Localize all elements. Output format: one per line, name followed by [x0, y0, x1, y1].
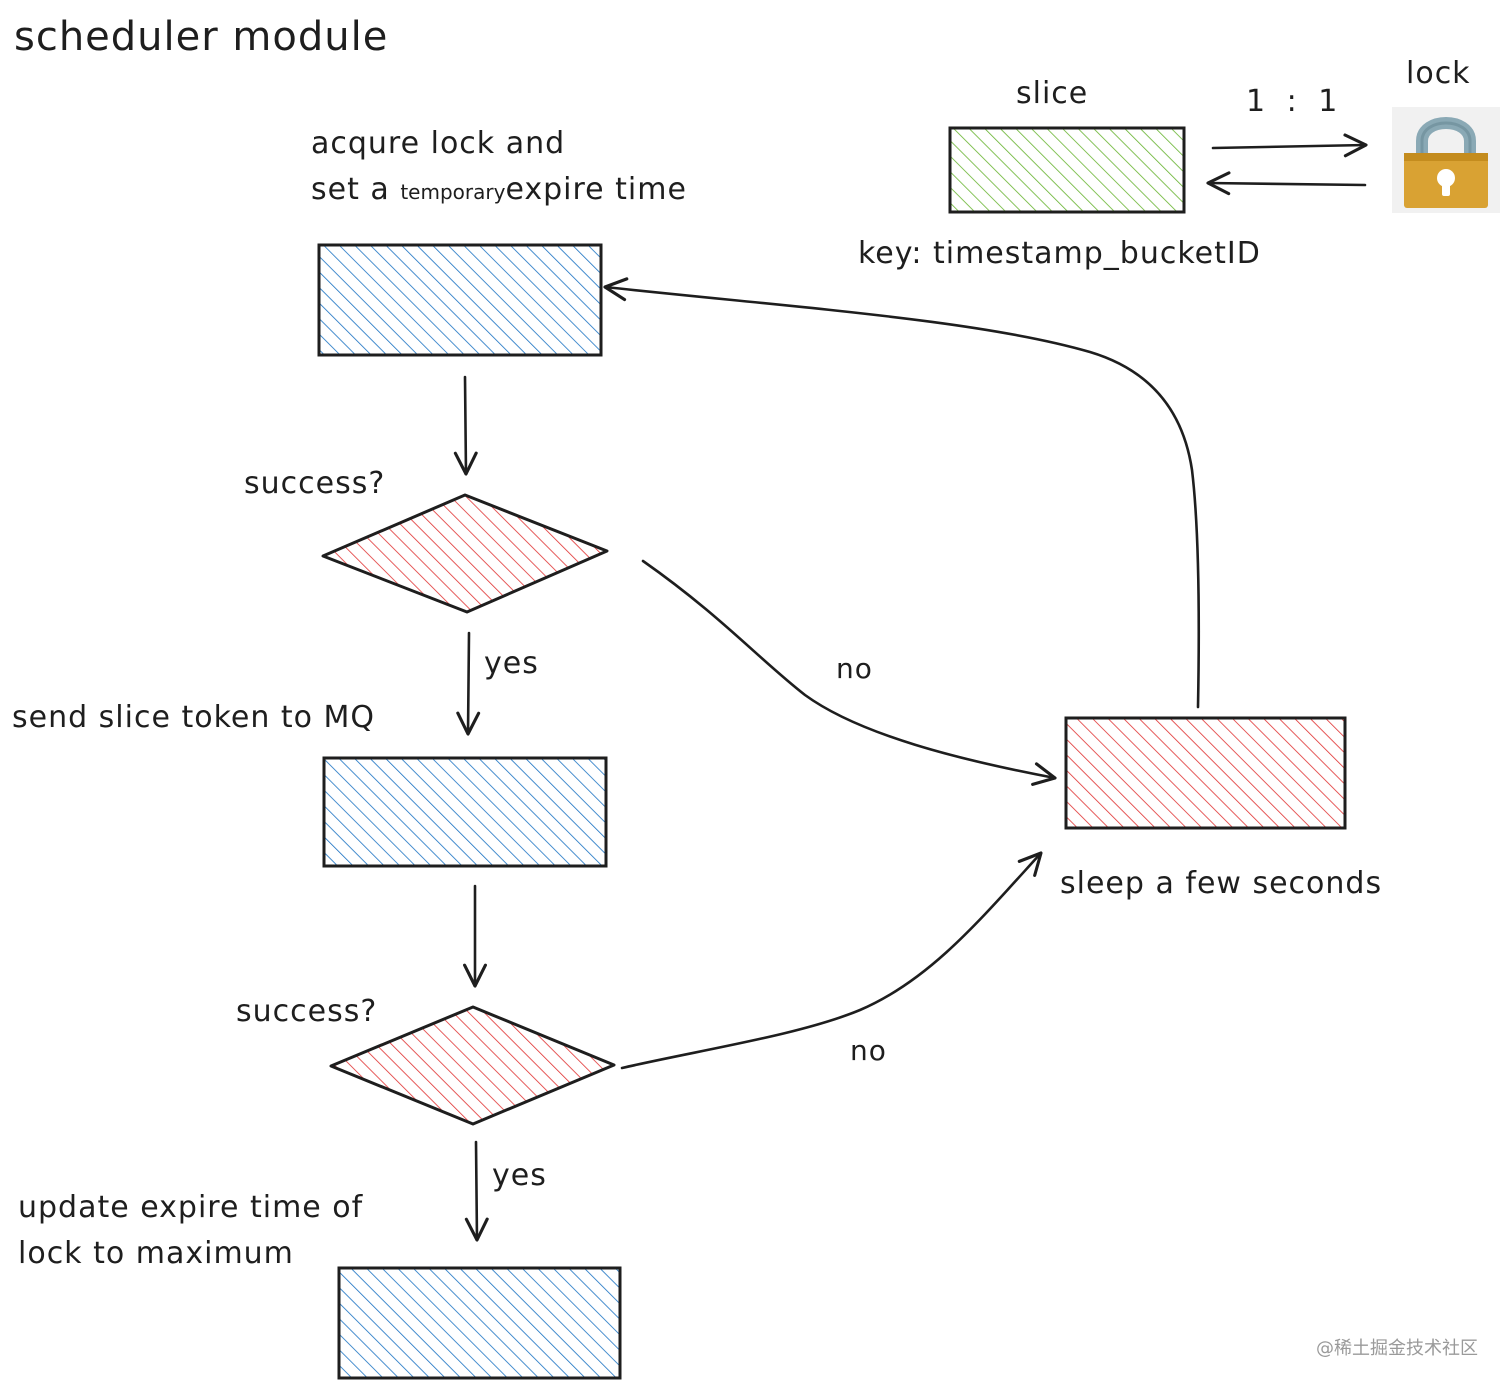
arrow-sleep-retry: [603, 277, 1201, 709]
yes-label-2: yes: [492, 1158, 547, 1193]
arrow-lock-to-slice: [1206, 171, 1367, 196]
arrow-decision1-no: [641, 559, 1057, 786]
acquire-label-line1: acqure lock and: [311, 126, 566, 161]
ratio-label: 1 : 1: [1246, 84, 1344, 119]
slice-key-label: key: timestamp_bucketID: [858, 236, 1261, 271]
arrow-decision1-yes: [456, 631, 481, 736]
arrow-slice-to-lock: [1211, 133, 1368, 158]
acquire-label-expire: expire time: [505, 172, 687, 207]
sleep-box: [1064, 716, 1347, 830]
diagram-title: scheduler module: [14, 14, 389, 60]
success-decision-1: [321, 493, 609, 614]
no-label-2: no: [850, 1034, 887, 1067]
acquire-lock-box: [317, 243, 603, 357]
sleep-label: sleep a few seconds: [1060, 866, 1383, 901]
update-label-line1: update expire time of: [18, 1190, 364, 1225]
arrow-decision2-no: [620, 851, 1043, 1070]
watermark: @稀土掘金技术社区: [1316, 1338, 1478, 1359]
acquire-label-line2: set a temporaryexpire time: [311, 172, 687, 207]
acquire-label-temporary: temporary: [400, 180, 506, 204]
update-label-line2: lock to maximum: [18, 1236, 294, 1271]
slice-box: [948, 126, 1186, 214]
arrow-decision2-yes: [464, 1140, 489, 1242]
yes-label-1: yes: [484, 646, 539, 681]
lock-label: lock: [1406, 56, 1471, 91]
success-label-2: success?: [236, 994, 378, 1029]
acquire-label-set-a: set a: [311, 172, 390, 207]
success-label-1: success?: [244, 466, 386, 501]
update-expire-box: [337, 1266, 622, 1380]
send-token-box: [322, 756, 608, 868]
no-label-1: no: [836, 652, 873, 685]
slice-label: slice: [1016, 76, 1089, 111]
arrow-acquire-to-decision1: [453, 375, 478, 476]
send-token-label: send slice token to MQ: [12, 700, 376, 735]
success-decision-2: [329, 1005, 616, 1126]
padlock-icon: [1392, 107, 1500, 213]
